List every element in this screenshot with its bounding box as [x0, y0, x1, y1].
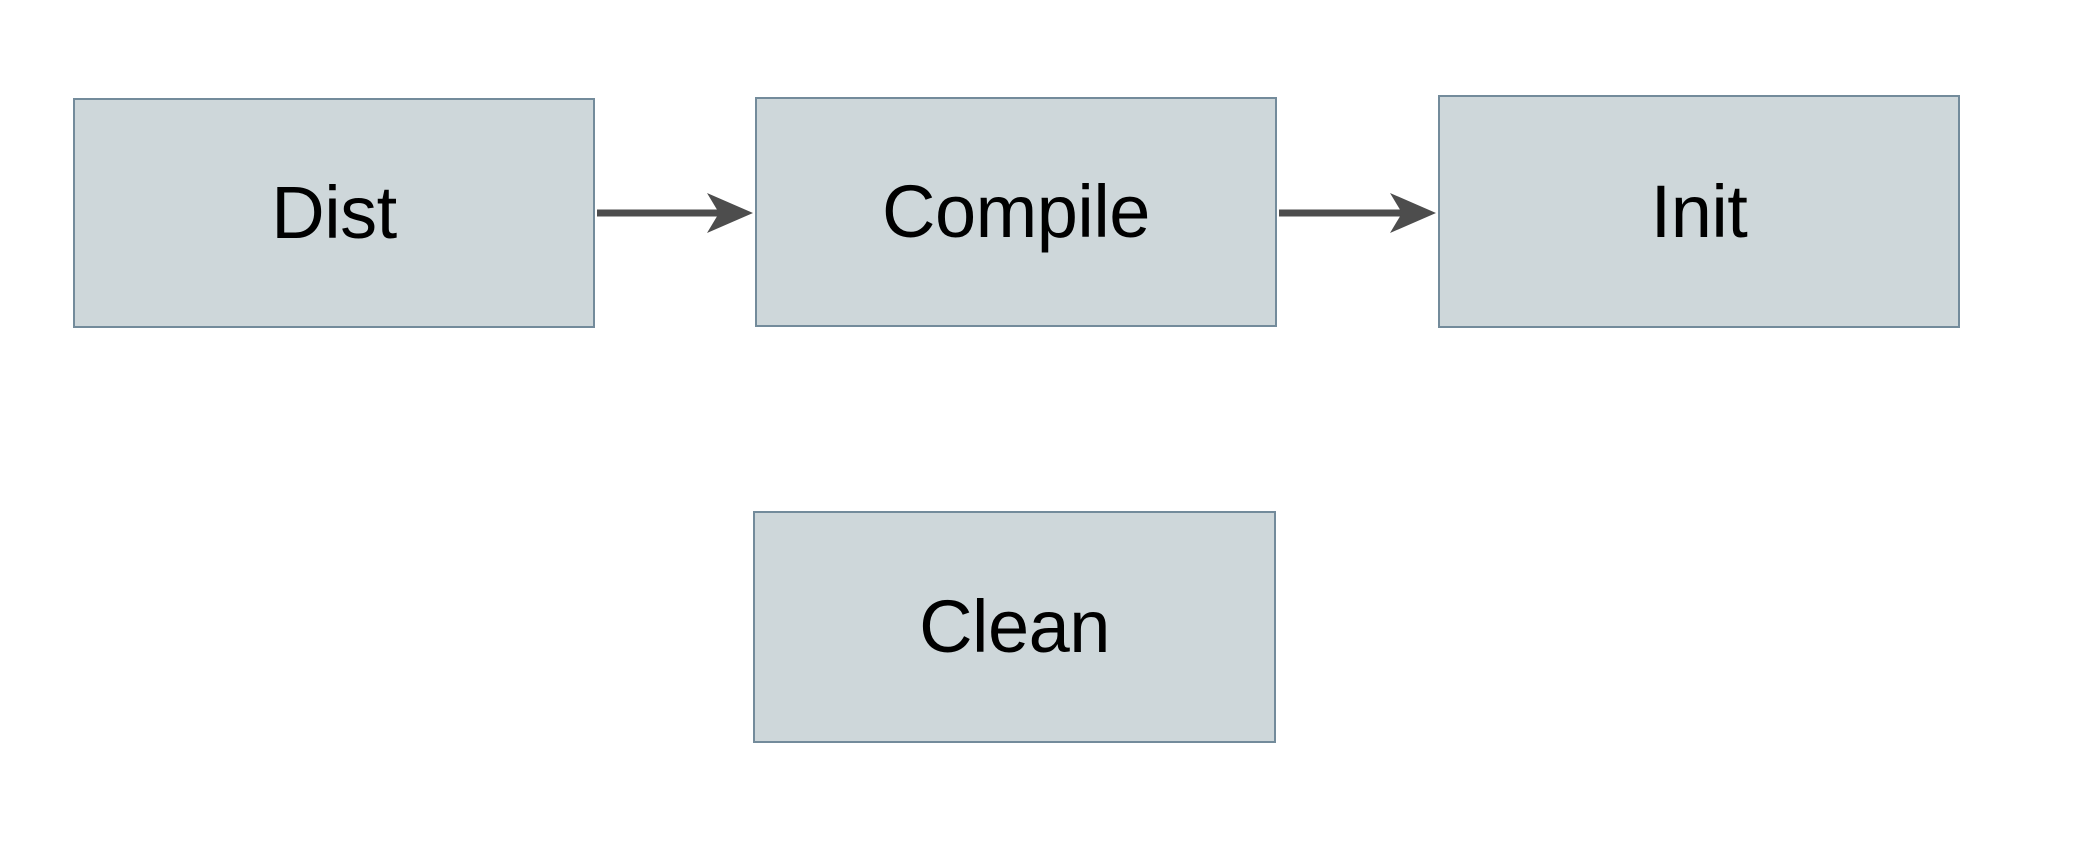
node-compile[interactable]: Compile	[755, 97, 1277, 327]
arrowhead-icon-dist-to-compile	[707, 193, 753, 233]
node-clean[interactable]: Clean	[753, 511, 1276, 743]
node-label-compile: Compile	[882, 170, 1150, 253]
edge-compile-to-init[interactable]	[1279, 193, 1436, 233]
node-label-init: Init	[1650, 169, 1748, 253]
node-dist[interactable]: Dist	[73, 98, 595, 328]
arrowhead-icon-compile-to-init	[1390, 193, 1436, 233]
node-label-clean: Clean	[919, 585, 1110, 668]
node-init[interactable]: Init	[1438, 95, 1960, 328]
node-label-dist: Dist	[271, 171, 397, 254]
edge-dist-to-compile[interactable]	[597, 193, 753, 233]
